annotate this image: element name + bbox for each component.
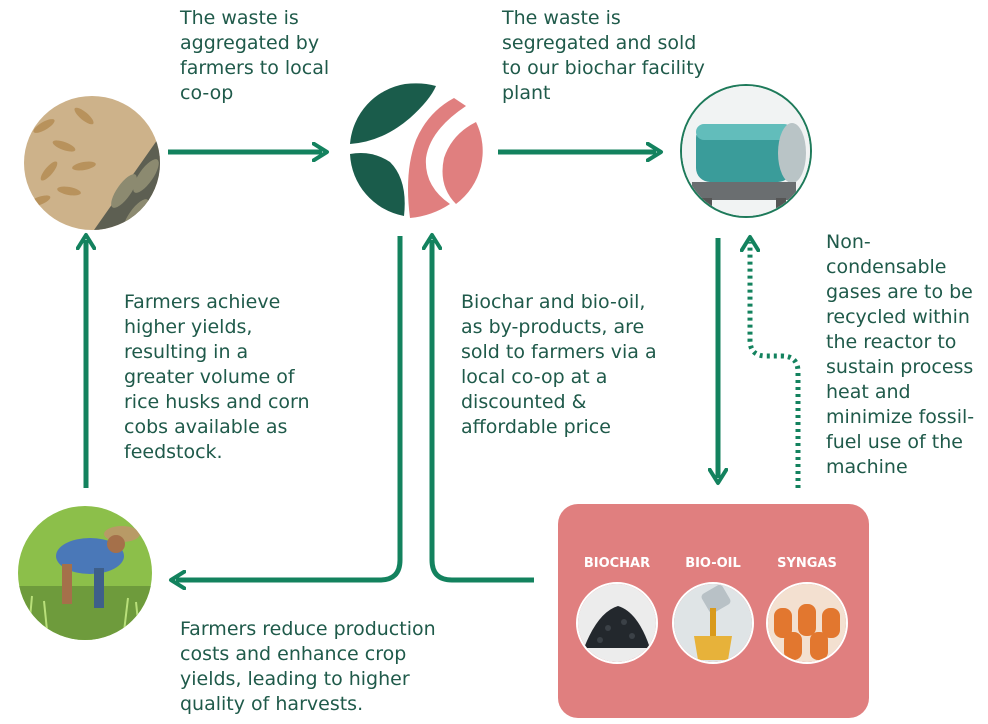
step-segregated-text: The waste is segregated and sold to our … — [502, 7, 705, 104]
arrow-gas-recycle — [750, 242, 801, 488]
pyrolysis-reactor-icon — [680, 84, 812, 218]
syngas-label: SYNGAS — [777, 556, 837, 571]
gas-cylinders-icon — [766, 582, 848, 664]
farmer-planting-rice-icon — [18, 506, 152, 640]
arrow-products-to-logo — [432, 240, 534, 583]
biochar-pile-icon — [576, 582, 658, 664]
coop-logo — [350, 83, 483, 218]
step-non-condensable-text: Non- condensable gases are to be recycle… — [826, 231, 975, 478]
step-aggregated-text: The waste is aggregated by farmers to lo… — [180, 7, 330, 104]
step-higher-yields-text: Farmers achieve higher yields, resulting… — [124, 291, 310, 463]
bio-oil-pour-icon — [672, 582, 754, 664]
step-reduce-costs-text: Farmers reduce production costs and enha… — [180, 618, 436, 715]
arrow-logo-to-farmer — [176, 236, 403, 580]
bio-oil-label: BIO-OIL — [685, 556, 741, 571]
products-box: BIOCHAR BIO-OIL SYNGAS — [558, 504, 869, 718]
rice-husk-corn-cob-icon — [24, 96, 160, 230]
step-byproducts-text: Biochar and bio-oil, as by-products, are… — [461, 291, 657, 438]
biochar-label: BIOCHAR — [583, 556, 651, 571]
